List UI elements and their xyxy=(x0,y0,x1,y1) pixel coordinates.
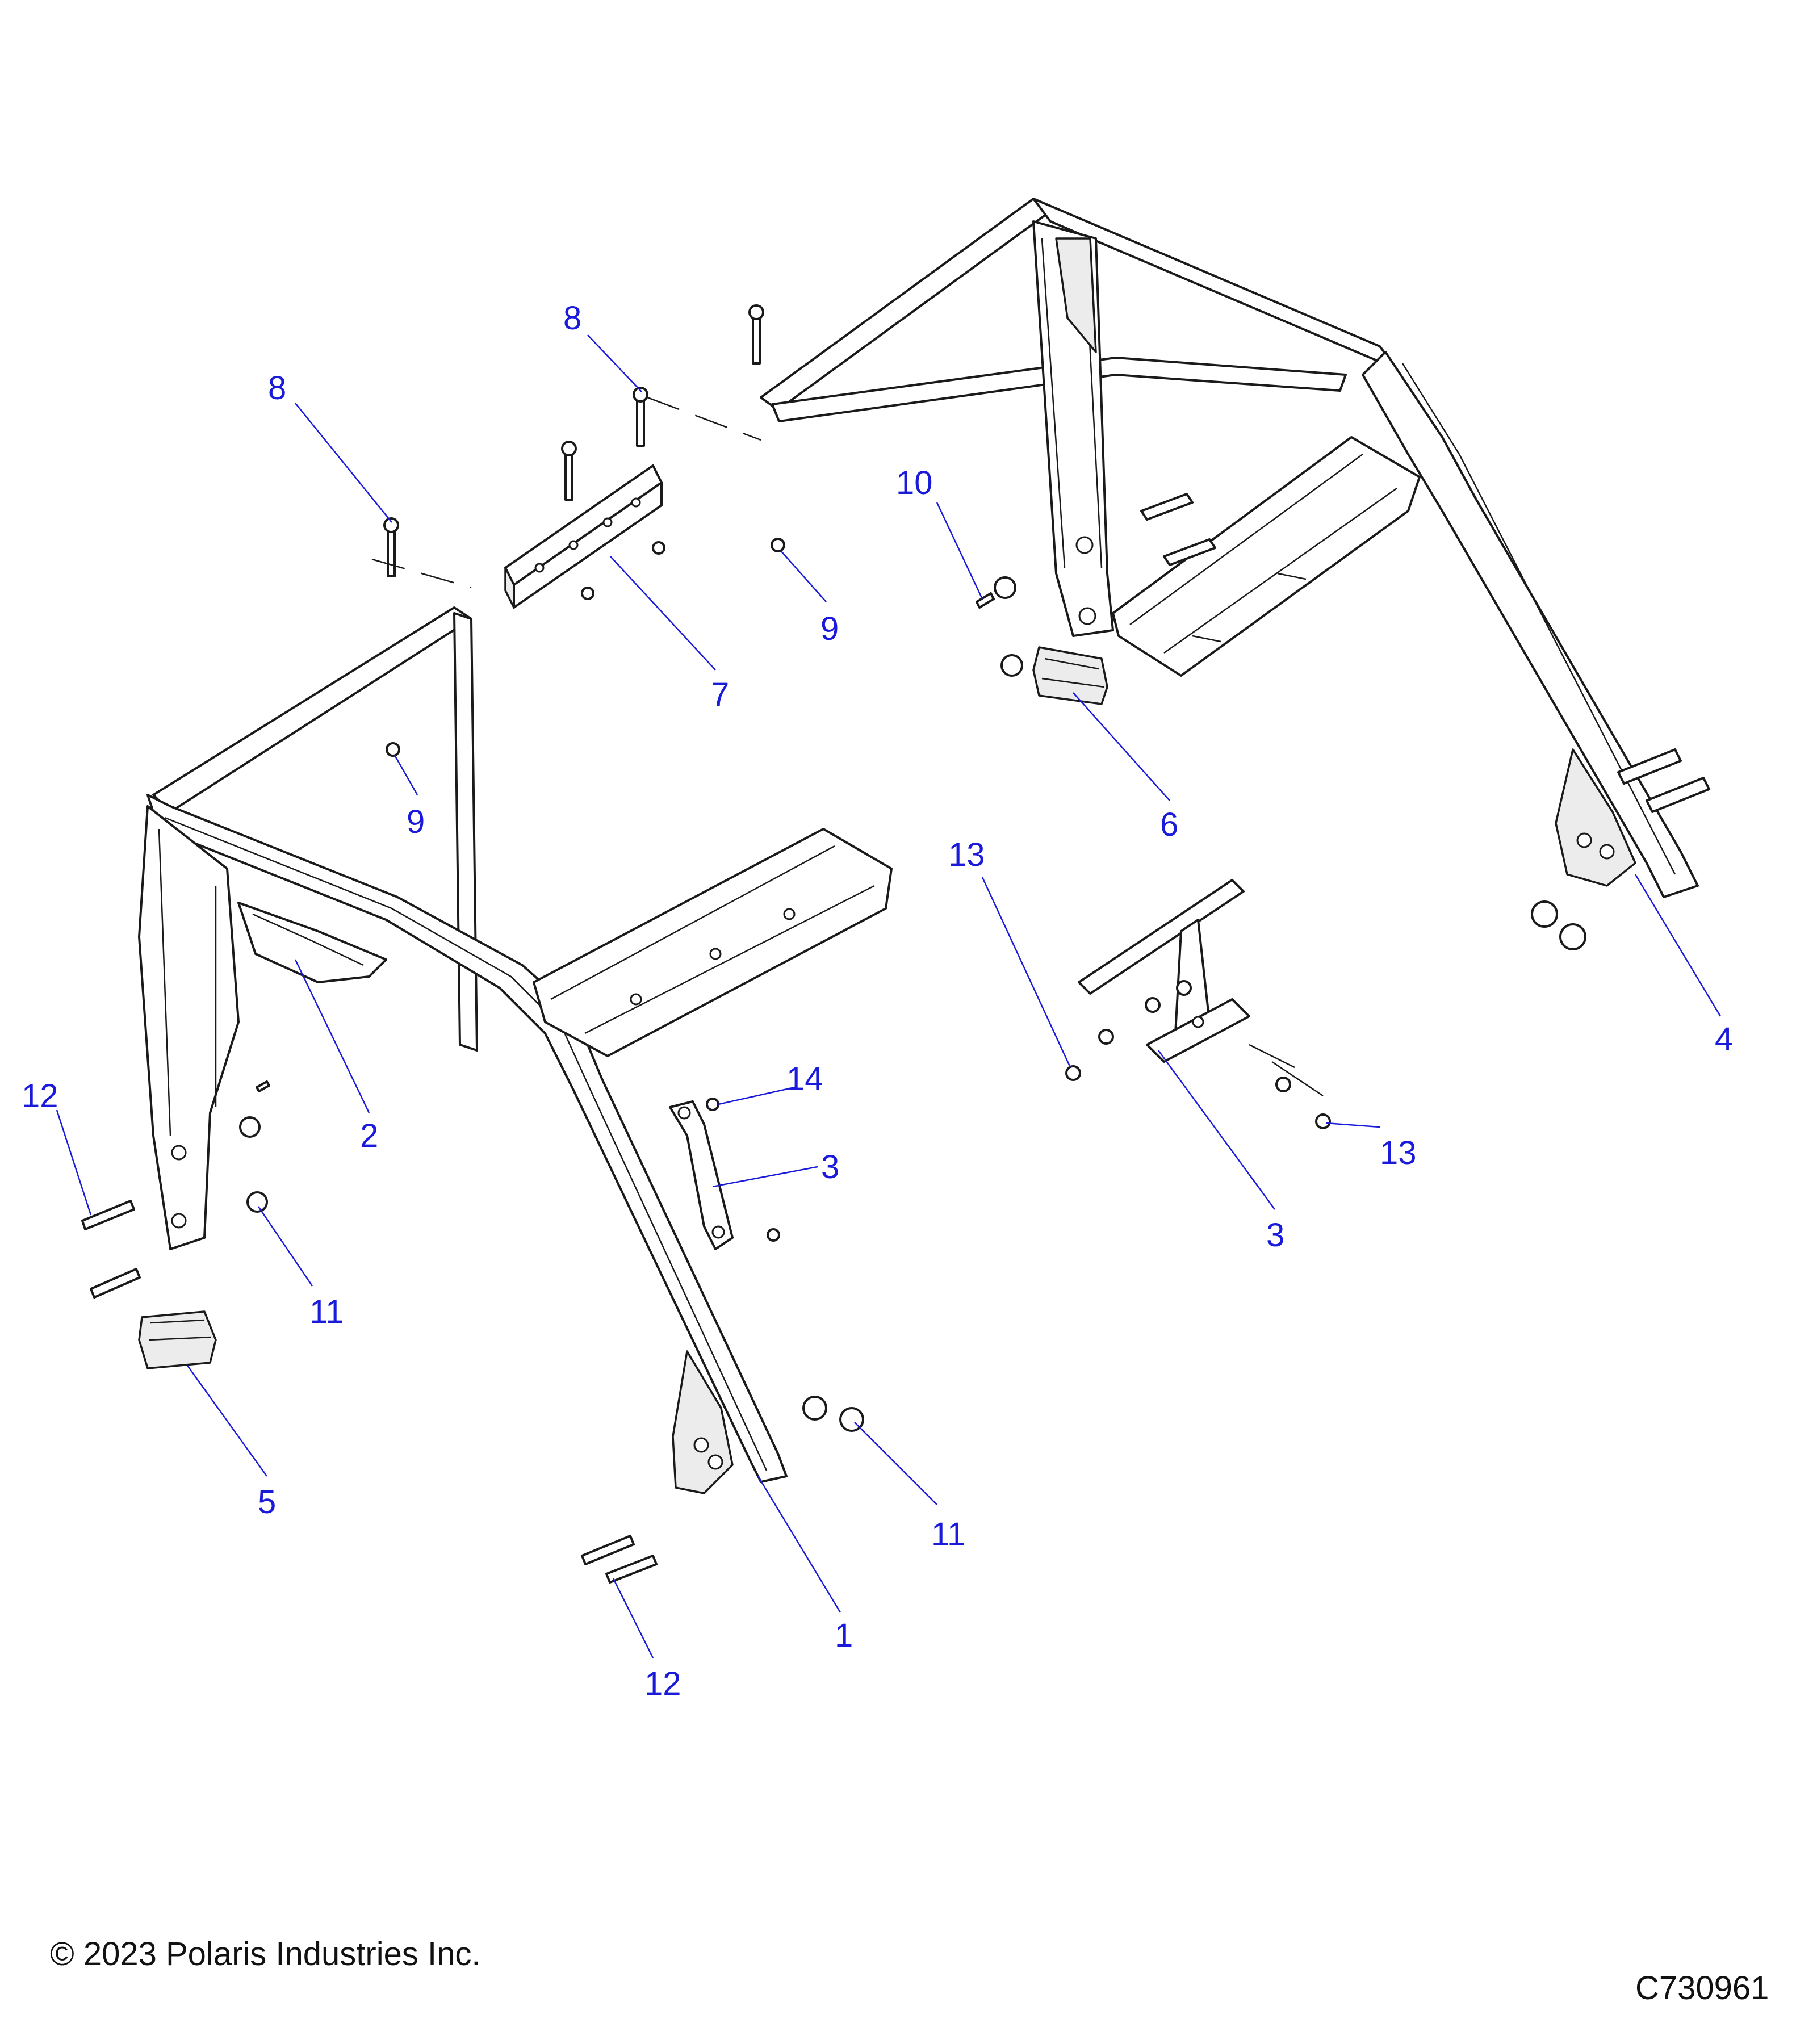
callout-label: 1 xyxy=(835,1617,853,1654)
bolt-13-c xyxy=(1145,997,1161,1013)
bumper-part-5 xyxy=(138,1310,217,1369)
bumper-part-6 xyxy=(1032,646,1108,705)
screw-10 xyxy=(976,592,995,609)
front-cage-frame-part-1 xyxy=(138,606,893,1494)
bolt-rear-a xyxy=(1140,493,1194,521)
bolt-12-left-b xyxy=(90,1268,141,1299)
bolt-upper-a xyxy=(561,441,577,501)
nut-14-b xyxy=(767,1228,780,1242)
fasteners xyxy=(81,304,1710,1584)
nut-upper-b xyxy=(581,587,594,600)
screw-left xyxy=(256,1080,270,1092)
grab-handle-part-2 xyxy=(237,902,387,983)
callout-label: 3 xyxy=(821,1149,839,1186)
nut-11-left-b xyxy=(246,1191,268,1213)
callout-label: 14 xyxy=(786,1061,823,1098)
callout-label: 4 xyxy=(1715,1021,1733,1058)
bolt-12-front-b xyxy=(605,1555,658,1584)
callout-label: 13 xyxy=(948,836,985,873)
bolt-12-left-a xyxy=(81,1200,135,1230)
callout-labels: 1 2 3 3 4 5 6 7 8 8 9 9 10 11 11 12 12 1… xyxy=(22,300,1733,1702)
bolt-upper-b xyxy=(748,304,764,365)
bolt-13-a xyxy=(1065,1065,1081,1081)
callout-label: 7 xyxy=(711,676,729,713)
nut-rear-lower-b xyxy=(1559,923,1586,950)
callout-label: 9 xyxy=(407,803,425,840)
nut-11-front-a xyxy=(802,1396,827,1421)
nut-14-a xyxy=(706,1098,719,1111)
nut-rear-lower xyxy=(1000,654,1023,677)
bolt-8-center xyxy=(633,387,648,447)
callout-label: 9 xyxy=(820,610,839,647)
callout-label: 11 xyxy=(309,1293,344,1330)
bolt-12-front-a xyxy=(581,1535,635,1565)
callout-label: 11 xyxy=(931,1516,965,1553)
copyright-notice: © 2023 Polaris Industries Inc. xyxy=(50,1936,481,1972)
bolt-rear-b xyxy=(1163,538,1216,566)
nut-9-left xyxy=(386,742,400,757)
callout-label: 3 xyxy=(1266,1217,1284,1254)
bolt-rear-lower-b xyxy=(1646,777,1710,813)
leader-lines xyxy=(56,334,1722,1658)
nut-upper-a xyxy=(652,541,665,555)
callout-label: 12 xyxy=(22,1078,58,1115)
nut-rear-upper xyxy=(994,576,1016,599)
bolt-8-left xyxy=(383,517,399,577)
callout-label: 6 xyxy=(1160,806,1178,843)
rear-cage-frame-part-4 xyxy=(760,198,1699,898)
callout-label: 13 xyxy=(1380,1134,1417,1171)
bolt-rear-lower-a xyxy=(1617,748,1682,785)
strut-part-3-left xyxy=(669,1100,734,1250)
cross-bracket-part-3-right xyxy=(1078,879,1250,1063)
bolt-13-e xyxy=(1275,1077,1291,1092)
callout-label: 5 xyxy=(258,1484,276,1521)
nut-11-left-a xyxy=(239,1116,261,1138)
nut-rear-lower-a xyxy=(1531,900,1558,928)
assembly-lines xyxy=(371,396,1324,1097)
bolt-13-d xyxy=(1176,980,1192,996)
center-bracket-part-7 xyxy=(504,464,663,609)
bolt-13-f xyxy=(1315,1113,1331,1129)
nut-9-right xyxy=(771,538,785,552)
callout-label: 12 xyxy=(644,1665,681,1702)
callout-label: 8 xyxy=(563,300,581,337)
callout-label: 8 xyxy=(268,370,286,407)
callout-label: 10 xyxy=(896,464,933,501)
callout-label: 2 xyxy=(360,1117,378,1154)
bolt-13-b xyxy=(1098,1029,1114,1045)
drawing-code: C730961 xyxy=(1635,1970,1769,2007)
